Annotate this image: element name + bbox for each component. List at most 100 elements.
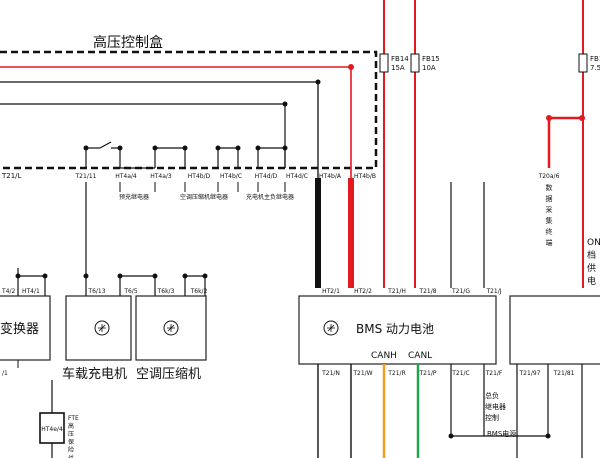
junction-dot-red [546,115,552,121]
pin-label: HT2/1 [322,288,340,295]
pin-label: T21/N [321,370,340,377]
ac-compressor-box [135,295,207,361]
pin-label: T21/H [387,288,406,295]
fuse-id: FB14 [391,55,409,63]
converter-section: T4/2 HT4/1 变换器 /1 [0,268,51,377]
hv-control-box-title: 高压控制盒 [93,34,163,51]
black-hv-negative-wire [315,178,321,288]
fuse-fb15 [410,53,420,73]
svg-text:采: 采 [546,205,553,214]
relay-captions: 预充继电器 空调压缩机继电器 充电机主负继电器 [119,193,294,201]
hv-control-box-border [0,50,378,170]
svg-text:险: 险 [68,446,74,454]
svg-text:数: 数 [546,183,553,192]
fuse-rating: 10A [422,64,436,72]
fuse-wire-fb1 [582,0,584,288]
hv-fuse-section: HT4e/4 FTE 高 压 保 险 丝 [39,380,79,458]
pin-label: HT4d/D [255,173,278,180]
relay-caption: 预充继电器 [119,193,149,201]
pin-label: HT4b/B [354,173,376,180]
pin-label: HT4b/C [220,173,242,180]
relay-caption: 空调压缩机继电器 [180,193,228,201]
relay-group [85,141,286,169]
svg-text:供: 供 [587,262,596,274]
pin-label: T21/97 [519,370,541,377]
pin-label: T21/J [485,288,501,295]
relay-caption: 充电机主负继电器 [246,193,294,201]
svg-text:高: 高 [68,422,74,430]
svg-text:FTE: FTE [68,415,79,422]
svg-text:ON: ON [587,238,600,248]
charger-symbol-icon [94,320,110,336]
pin-label: HT4a/4 [115,173,137,180]
bms-signal-label: BMS电源 [487,429,516,438]
pin-label: T21/G [451,288,470,295]
data-collect-label: 数 据 采 集 终 端 [546,183,553,247]
fuse-labels: FB14 15A FB15 10A FB1 7.5 [391,55,600,72]
fuse-wire-fb15 [414,0,416,288]
pin-label: T21/W [352,370,372,377]
hv-fuse-box [39,412,65,444]
converter-label: 变换器 [0,321,39,337]
charger-label: 车载充电机 [62,366,127,382]
canh-label: CANH [371,351,397,361]
svg-text:控制: 控制 [485,413,499,422]
pin-label: T21/8 [418,288,436,295]
pin-label: T21/P [419,370,437,377]
connector-left-edge: T21/L [1,172,22,180]
converter-box [0,295,51,361]
pin-label: T6k/2 [190,288,208,295]
bms-battery-box [298,295,497,365]
pin-label: T21/F [485,370,503,377]
pin-label: /1 [2,370,8,377]
pin-label: T21/C [451,370,470,377]
hv-box-black-wire-1 [0,81,319,288]
bms-title: BMS 动力电池 [356,322,434,336]
on-supply-label: ON 档 供 电 [587,238,600,287]
hv-connector-labels: T21/11 HT4a/4 HT4a/3 HT4b/D HT4b/C HT4d/… [75,173,376,180]
junction-dot [282,101,288,107]
fuse-rating: 15A [391,64,405,72]
pin-label: T6/13 [87,288,105,295]
junction-dot-red [579,115,585,121]
relay-caption-stubs [119,182,286,192]
canl-label: CANL [408,351,432,361]
pin-label: HT2/2 [354,288,372,295]
ac-compressor-label: 空调压缩机 [136,366,201,382]
red-hv-positive-wire [348,178,354,288]
fuse-id: FB15 [422,55,440,63]
pin-label: HT4/1 [22,288,40,295]
pin-label: HT4b/D [188,173,211,180]
fuse-fb14 [379,53,389,73]
pin-label: T4/2 [1,288,16,295]
svg-text:电: 电 [587,275,596,287]
pin-label: T21/81 [553,370,575,377]
svg-text:总负: 总负 [485,391,499,400]
fuse-wire-fb14 [383,0,385,288]
right-module-box [509,295,600,365]
pin-label: HT4d/C [286,173,308,180]
neg-relay-control-label: 总负 继电器 控制 [485,391,506,422]
charger-box [65,295,132,361]
pin-label: HT4a/3 [150,173,172,180]
right-module-section: T21/97 T21/81 [509,295,600,458]
junction-dot [315,79,321,85]
svg-text:继电器: 继电器 [485,402,506,411]
hv-box-black-wire-2 [0,103,286,168]
svg-text:终: 终 [546,227,553,236]
hv-fuse-code: HT4e/4 [41,426,63,433]
pin-label: T6k/3 [157,288,175,295]
junction-dot [448,433,454,439]
relay-junctions [83,145,288,151]
pin-label: T21/11 [75,173,97,180]
svg-text:压: 压 [68,431,74,438]
bms-section: HT2/1 HT2/2 T21/H T21/8 T21/G T21/J BMS … [298,182,503,458]
fuse-rating: 7.5 [590,64,600,72]
pin-label: T6/5 [123,288,138,295]
svg-text:保: 保 [68,438,74,446]
compressor-symbol-icon [163,320,179,336]
svg-text:端: 端 [546,238,553,247]
svg-text:据: 据 [546,194,553,203]
pin-label: T21/R [387,370,406,377]
data-collect-pin: T20a/6 [538,173,560,180]
